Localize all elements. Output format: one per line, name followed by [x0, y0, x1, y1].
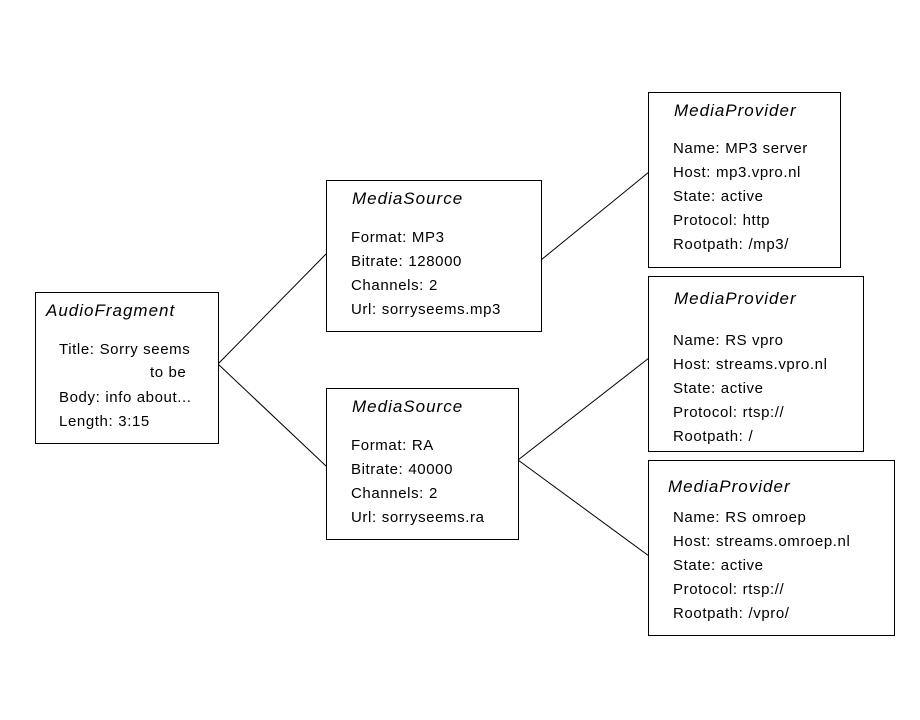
field-key: Title: [59, 341, 95, 358]
field-value: mp3.vpro.nl [716, 164, 801, 181]
media-source-ra-node[interactable]: MediaSource Format:RA Bitrate:40000 Chan… [326, 388, 519, 540]
field-host: Host:streams.omroep.nl [673, 533, 850, 550]
field-name: Name:RS vpro [673, 332, 784, 349]
node-title: MediaProvider [674, 289, 797, 308]
field-key: Name: [673, 140, 721, 157]
field-key: State: [673, 188, 716, 205]
field-value: info about... [105, 389, 192, 406]
node-title: MediaProvider [674, 101, 797, 120]
field-rootpath: Rootpath:/mp3/ [673, 236, 789, 253]
node-title: MediaProvider [668, 477, 791, 496]
field-body: Body:info about... [59, 389, 192, 406]
field-key: Channels: [351, 485, 424, 502]
field-value: 128000 [408, 253, 462, 270]
field-key: Name: [673, 509, 721, 526]
field-value: streams.omroep.nl [716, 533, 851, 550]
field-state: State:active [673, 188, 764, 205]
field-key: Host: [673, 533, 712, 550]
field-title: Title:Sorry seems [59, 341, 190, 358]
field-value: MP3 [411, 229, 445, 246]
field-value: MP3 server [725, 140, 808, 157]
field-value: to be [150, 364, 187, 381]
field-value: 3:15 [118, 413, 150, 430]
field-channels: Channels:2 [351, 485, 438, 502]
field-key: Channels: [351, 277, 424, 294]
field-protocol: Protocol:http [673, 212, 770, 229]
field-value: RA [411, 437, 434, 454]
field-value: rtsp:// [742, 404, 785, 421]
field-key: Bitrate: [351, 253, 404, 270]
field-key: Protocol: [673, 212, 738, 229]
field-name: Name:RS omroep [673, 509, 806, 526]
node-title: MediaSource [352, 397, 464, 416]
field-format: Format:RA [351, 437, 434, 454]
field-format: Format:MP3 [351, 229, 445, 246]
field-value: RS vpro [725, 332, 784, 349]
field-key: Name: [673, 332, 721, 349]
field-value: active [720, 557, 764, 574]
connector-source-ra-to-provider-rs-omroep [517, 459, 650, 557]
field-title-continuation: to be [150, 364, 186, 381]
field-bitrate: Bitrate:128000 [351, 253, 462, 270]
audio-fragment-node[interactable]: AudioFragment Title:Sorry seems to be Bo… [35, 292, 219, 444]
connector-source-ra-to-provider-rs-vpro [517, 357, 650, 461]
field-value: /vpro/ [748, 605, 790, 622]
field-key: Url: [351, 509, 377, 526]
field-protocol: Protocol:rtsp:// [673, 404, 784, 421]
field-key: Bitrate: [351, 461, 404, 478]
field-key: Protocol: [673, 404, 738, 421]
field-value: rtsp:// [742, 581, 785, 598]
node-title: AudioFragment [46, 301, 176, 320]
field-protocol: Protocol:rtsp:// [673, 581, 784, 598]
field-state: State:active [673, 380, 764, 397]
node-title: MediaSource [352, 189, 464, 208]
field-key: Host: [673, 356, 712, 373]
field-value: 40000 [408, 461, 454, 478]
field-key: Host: [673, 164, 712, 181]
field-value: / [748, 428, 754, 445]
connector-fragment-to-source-ra [217, 363, 327, 467]
media-provider-rs-omroep-node[interactable]: MediaProvider Name:RS omroep Host:stream… [648, 460, 895, 636]
field-key: Rootpath: [673, 605, 744, 622]
field-value: http [742, 212, 771, 229]
field-key: Body: [59, 389, 101, 406]
field-value: 2 [428, 277, 438, 294]
field-key: Format: [351, 229, 407, 246]
field-url: Url:sorryseems.ra [351, 509, 485, 526]
field-value: active [720, 380, 764, 397]
field-host: Host:mp3.vpro.nl [673, 164, 801, 181]
field-value: Sorry seems [99, 341, 191, 358]
field-value: active [720, 188, 764, 205]
field-host: Host:streams.vpro.nl [673, 356, 828, 373]
field-bitrate: Bitrate:40000 [351, 461, 453, 478]
field-key: Format: [351, 437, 407, 454]
field-channels: Channels:2 [351, 277, 438, 294]
field-key: State: [673, 380, 716, 397]
field-key: Rootpath: [673, 428, 744, 445]
field-value: RS omroep [725, 509, 807, 526]
field-value: /mp3/ [748, 236, 789, 253]
media-provider-rs-vpro-node[interactable]: MediaProvider Name:RS vpro Host:streams.… [648, 276, 864, 452]
field-key: Rootpath: [673, 236, 744, 253]
connector-source-mp3-to-provider-mp3 [540, 171, 650, 261]
field-value: streams.vpro.nl [716, 356, 828, 373]
field-state: State:active [673, 557, 764, 574]
connector-fragment-to-source-mp3 [217, 253, 327, 365]
field-value: 2 [428, 485, 438, 502]
field-length: Length:3:15 [59, 413, 150, 430]
field-value: sorryseems.mp3 [381, 301, 501, 318]
field-key: Protocol: [673, 581, 738, 598]
field-key: Url: [351, 301, 377, 318]
media-provider-mp3-node[interactable]: MediaProvider Name:MP3 server Host:mp3.v… [648, 92, 841, 268]
field-key: Length: [59, 413, 114, 430]
media-source-mp3-node[interactable]: MediaSource Format:MP3 Bitrate:128000 Ch… [326, 180, 542, 332]
field-url: Url:sorryseems.mp3 [351, 301, 501, 318]
field-rootpath: Rootpath:/ [673, 428, 753, 445]
field-name: Name:MP3 server [673, 140, 808, 157]
field-value: sorryseems.ra [381, 509, 485, 526]
field-key: State: [673, 557, 716, 574]
field-rootpath: Rootpath:/vpro/ [673, 605, 790, 622]
